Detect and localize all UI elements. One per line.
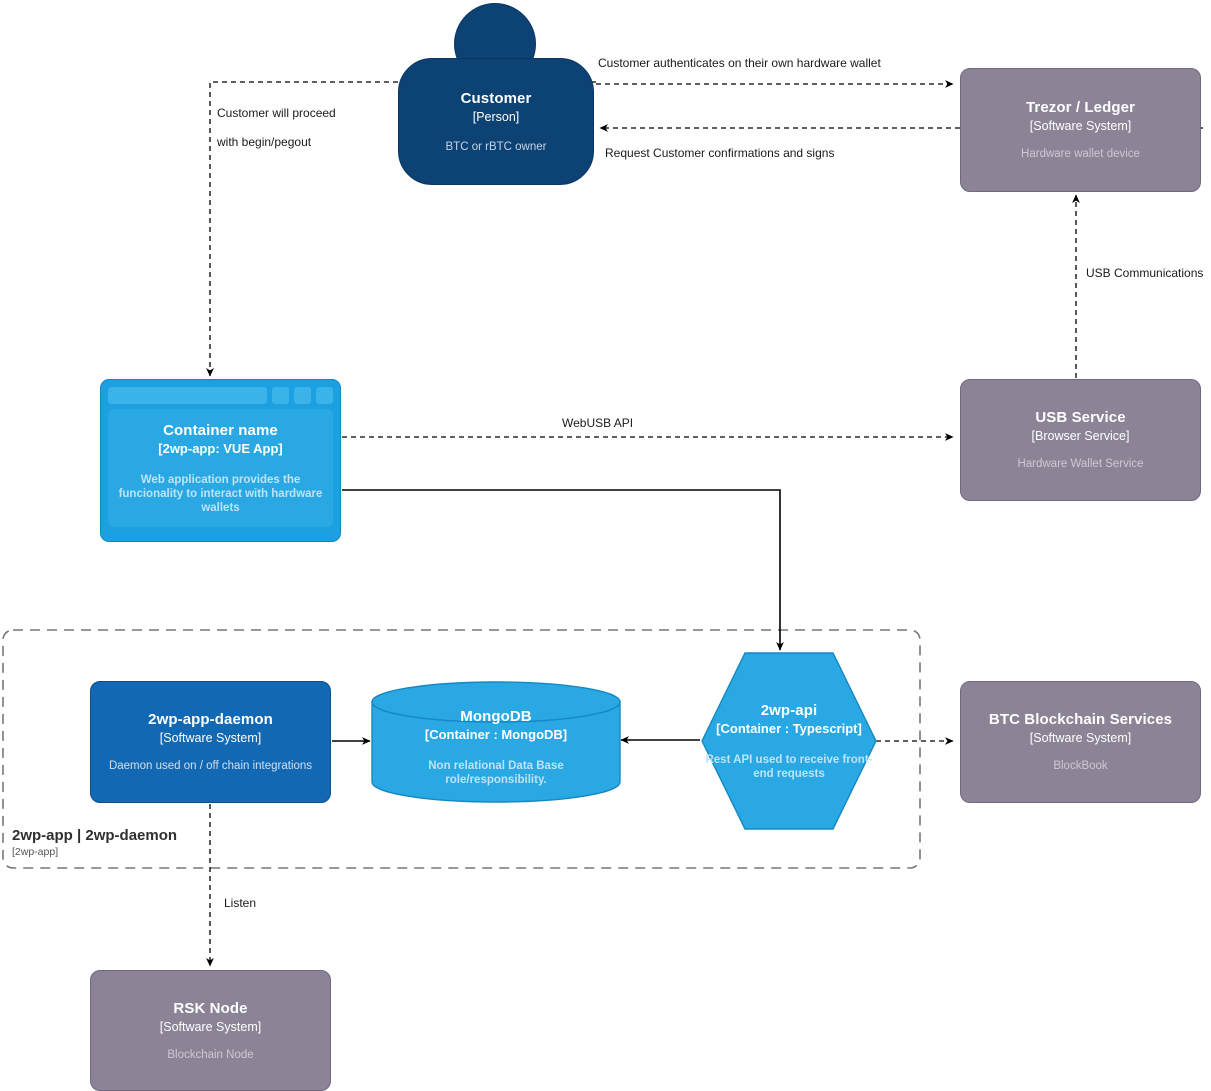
node-usb-service[interactable]: USB Service [Browser Service] Hardware W… <box>960 379 1201 501</box>
node-rsk-node[interactable]: RSK Node [Software System] Blockchain No… <box>90 970 331 1091</box>
node-usb-service-title: USB Service <box>1035 409 1126 426</box>
boundary-label: 2wp-app | 2wp-daemon [2wp-app] <box>12 826 177 859</box>
node-container-name-desc: Web application provides the funcionalit… <box>118 473 323 514</box>
node-2wp-app-daemon-tech: [Software System] <box>159 731 262 745</box>
node-btc-blockchain-services[interactable]: BTC Blockchain Services [Software System… <box>960 681 1201 803</box>
node-rsk-node-tech: [Software System] <box>159 1019 262 1034</box>
node-customer[interactable]: Customer [Person] BTC or rBTC owner <box>398 3 594 185</box>
node-btc-blockchain-services-tech: [Software System] <box>1029 731 1132 745</box>
node-2wp-api-desc: Rest API used to receive front-end reque… <box>705 753 873 780</box>
browser-button-2-icon[interactable] <box>294 387 311 404</box>
edge-label-usb-to-trezor: USB Communications <box>1086 266 1204 280</box>
edge-label-customer-to-container-line1: Customer will proceed <box>217 106 336 120</box>
boundary-tech: [2wp-app] <box>12 846 59 858</box>
node-usb-service-desc: Hardware Wallet Service <box>1017 458 1144 470</box>
node-mongodb-tech: [Container : MongoDB] <box>424 726 568 742</box>
person-body: Customer [Person] BTC or rBTC owner <box>398 58 594 185</box>
boundary-name: 2wp-app | 2wp-daemon <box>12 827 178 844</box>
edge-label-customer-to-trezor: Customer authenticates on their own hard… <box>598 56 881 70</box>
edge-label-daemon-to-rsk: Listen <box>224 896 257 910</box>
node-2wp-api-title: 2wp-api <box>760 701 818 719</box>
node-customer-desc: BTC or rBTC owner <box>445 140 547 153</box>
node-2wp-api-text: 2wp-api [Container : Typescript] Rest AP… <box>700 651 878 831</box>
node-btc-blockchain-services-title: BTC Blockchain Services <box>988 711 1173 728</box>
node-rsk-node-desc: Blockchain Node <box>167 1048 254 1061</box>
node-2wp-app-daemon-desc: Daemon used on / off chain integrations <box>108 760 313 772</box>
node-mongodb-title: MongoDB <box>460 707 532 725</box>
cylinder-shape <box>371 681 621 803</box>
edge-container-to-api <box>342 489 784 651</box>
node-mongodb-desc: Non relational Data Base role/responsibi… <box>428 759 564 786</box>
node-container-name[interactable]: Container name [2wp-app: VUE App] Web ap… <box>100 379 341 542</box>
node-trezor-ledger-title: Trezor / Ledger <box>1025 99 1136 116</box>
edge-label-container-to-usb: WebUSB API <box>562 416 634 430</box>
node-2wp-api-tech: [Container : Typescript] <box>716 720 862 736</box>
browser-button-1-icon[interactable] <box>272 387 289 404</box>
node-usb-service-tech: [Browser Service] <box>1031 429 1130 443</box>
node-btc-blockchain-services-desc: BlockBook <box>1053 760 1108 772</box>
node-container-name-tech: [2wp-app: VUE App] <box>158 440 283 456</box>
node-mongodb-text: MongoDB [Container : MongoDB] Non relati… <box>371 681 621 803</box>
browser-content: Container name [2wp-app: VUE App] Web ap… <box>108 409 333 527</box>
node-customer-tech: [Person] <box>472 109 520 124</box>
edge-label-trezor-to-customer: Request Customer confirmations and signs <box>605 146 835 160</box>
browser-address-bar[interactable] <box>108 387 267 404</box>
node-container-name-title: Container name <box>163 421 278 439</box>
node-2wp-app-daemon[interactable]: 2wp-app-daemon [Software System] Daemon … <box>90 681 331 803</box>
node-trezor-ledger[interactable]: Trezor / Ledger [Software System] Hardwa… <box>960 68 1201 192</box>
node-2wp-app-daemon-title: 2wp-app-daemon <box>148 711 273 728</box>
node-trezor-ledger-desc: Hardware wallet device <box>1021 148 1140 160</box>
hexagon-shape <box>701 652 877 830</box>
node-customer-title: Customer <box>460 89 532 107</box>
node-2wp-api[interactable]: 2wp-api [Container : Typescript] Rest AP… <box>700 651 878 831</box>
edge-label-customer-to-container-line2: with begin/pegout <box>217 135 312 149</box>
browser-button-3-icon[interactable] <box>316 387 333 404</box>
browser-title-bar <box>108 387 333 404</box>
node-rsk-node-title: RSK Node <box>173 999 248 1017</box>
node-mongodb[interactable]: MongoDB [Container : MongoDB] Non relati… <box>371 681 621 803</box>
node-trezor-ledger-tech: [Software System] <box>1029 119 1132 133</box>
